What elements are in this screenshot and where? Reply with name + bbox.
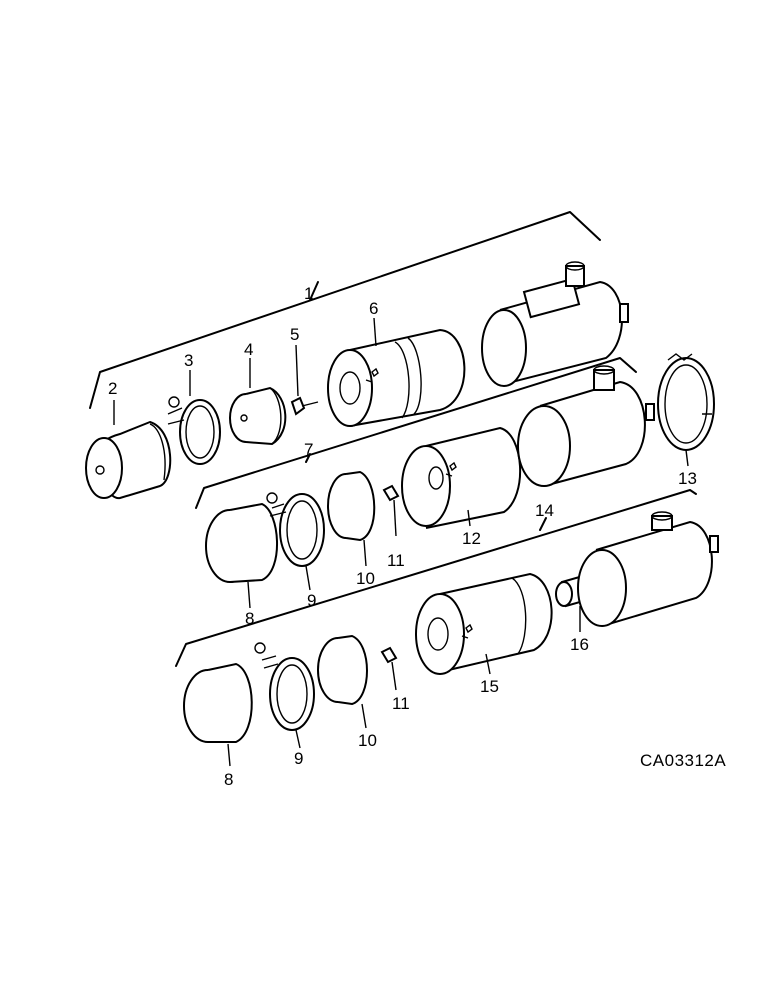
- callout-8b: 8: [224, 770, 233, 789]
- assembly-group-1: [85, 211, 629, 500]
- part-4-cover: [229, 358, 287, 446]
- callout-9b: 9: [294, 749, 303, 768]
- part-10-cup-middle: [327, 470, 376, 567]
- callout-14: 14: [535, 501, 554, 520]
- callout-10b: 10: [358, 731, 377, 750]
- assembly-group-14: [175, 489, 719, 767]
- callout-15: 15: [480, 677, 499, 696]
- part-11-wing-nut-middle: [382, 484, 400, 537]
- housing-top: [481, 261, 629, 387]
- part-9-clamp-bottom: [254, 642, 315, 749]
- assembly-group-7: [195, 353, 715, 609]
- callout-6: 6: [369, 299, 378, 318]
- callout-4: 4: [244, 340, 253, 359]
- callout-2: 2: [108, 379, 117, 398]
- part-11-wing-nut-bottom: [380, 646, 398, 691]
- part-2-end-cap: [85, 400, 172, 500]
- housing-bottom: [577, 511, 719, 627]
- group-1-bracket: [89, 211, 601, 409]
- callout-12: 12: [462, 529, 481, 548]
- callout-11b: 11: [392, 694, 410, 713]
- group-14-bracket: [175, 489, 697, 667]
- callout-16: 16: [570, 635, 589, 654]
- part-8-cap-middle: [205, 502, 279, 609]
- part-12-filter-element: [401, 426, 522, 529]
- callout-9a: 9: [307, 591, 316, 610]
- callout-10a: 10: [356, 569, 375, 588]
- part-5-wing-nut: [290, 344, 319, 416]
- callout-8a: 8: [245, 609, 254, 628]
- callout-7: 7: [304, 440, 313, 459]
- part-3-clamp-band: [167, 370, 221, 465]
- drawing-code: CA03312A: [640, 751, 726, 770]
- callout-5: 5: [290, 325, 299, 344]
- part-15-filter-element: [415, 572, 553, 675]
- part-13-clamp-ring: [657, 353, 715, 467]
- part-10-cup-bottom: [317, 634, 368, 729]
- part-8-cap-bottom: [183, 662, 253, 767]
- part-6-filter-element: [327, 317, 466, 427]
- callout-3: 3: [184, 351, 193, 370]
- housing-middle: [517, 365, 655, 487]
- group-7-bracket: [195, 357, 637, 509]
- callout-13: 13: [678, 469, 697, 488]
- callout-1: 1: [304, 284, 313, 303]
- callout-11a: 11: [387, 551, 405, 570]
- part-9-clamp-middle: [266, 492, 325, 591]
